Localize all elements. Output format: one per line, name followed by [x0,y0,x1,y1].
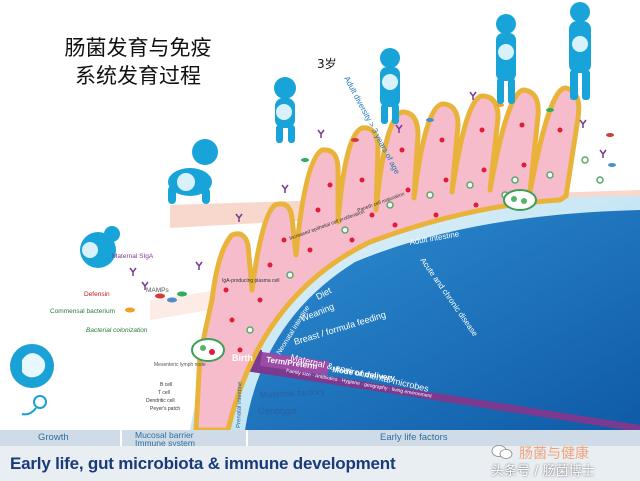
intestinal-villi [193,85,582,433]
footer: Early life, gut microbiota & immune deve… [0,446,640,481]
label-t-cell: T cell [158,390,170,396]
adult-icon [569,2,591,100]
page-title: 肠菌发育与免疫 系统发育过程 [38,34,238,90]
label-genotype: Genotype [258,406,297,416]
bar-mucosal-line1: Mucosal barrier [135,430,194,440]
toddler-icon [274,77,296,143]
label-bacterial-colonization: Bacterial colonization [86,327,148,334]
age-label: 3岁 [317,57,337,71]
timeline-bar: Growth Mucosal barrier Immune system Ear… [0,430,640,448]
label-peyers: Peyer's patch [150,406,180,412]
bar-growth: Growth [38,432,69,443]
lower-labels: Prenatal intestine Maternal factors Geno… [236,381,325,428]
watermark-line2: 头条号 / 肠菌博士 [491,464,595,479]
peyers-patch [191,189,537,362]
bar-mucosal: Mucosal barrier Immune system [135,430,195,448]
baby-icon [168,139,218,204]
watermark-line1: 肠菌与健康 [519,446,589,462]
label-iga-cell: IgA-producing plasma cell [222,278,280,284]
wechat-icon [491,445,513,459]
watermark: 肠菌与健康 头条号 / 肠菌博士 [485,443,635,479]
fetus-icon [80,226,120,268]
label-commensal: Commensal bacterium [50,308,115,315]
label-b-cell: B cell [160,382,172,388]
label-birth: Birth [232,353,253,363]
label-defensin: Defensin [84,291,110,298]
cell-dots [223,122,563,353]
bar-early-life: Early life factors [380,432,448,443]
embryo-icon [10,344,54,388]
blue-fan [245,210,640,430]
cell-icon [21,395,47,416]
growth-silhouettes [10,2,591,416]
title-line-2: 系统发育过程 [75,64,201,88]
label-mamps: MAMPs [146,287,170,294]
label-maternal-siga: Maternal SIgA [112,253,154,260]
bar-mucosal-line2: Immune system [135,438,195,448]
antibody-marks [129,91,607,290]
label-prenatal: Prenatal intestine [236,381,244,428]
bacteria [125,103,616,313]
title-line-1: 肠菌发育与免疫 [64,36,212,60]
teen-icon [496,14,516,104]
label-dendritic: Dendritic cell [146,398,175,404]
footer-title: Early life, gut microbiota & immune deve… [10,454,396,473]
child-icon [380,48,400,124]
label-mesenteric: Mesenteric lymph node [154,362,206,368]
label-maternal-factors: Maternal factors [260,387,325,400]
